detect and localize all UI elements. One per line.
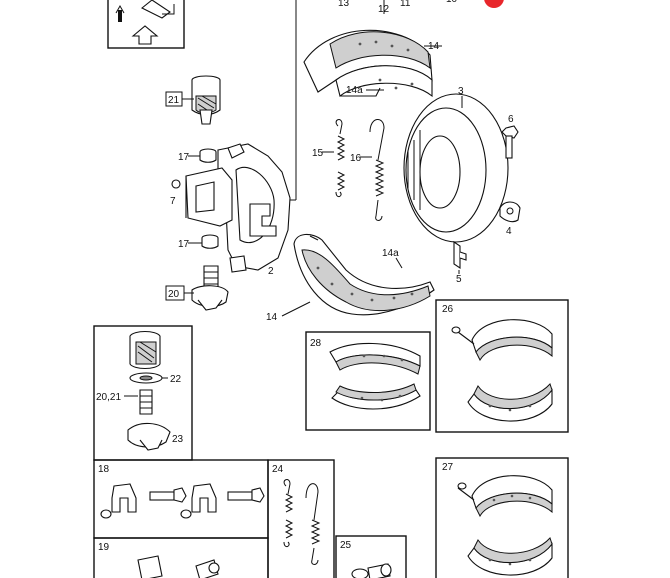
brake-shoe-bottom bbox=[293, 233, 435, 316]
label-6: 6 bbox=[508, 114, 514, 125]
label-17-top: 17 bbox=[178, 152, 190, 163]
brake-shoe-top bbox=[303, 29, 433, 98]
label-18: 18 bbox=[98, 464, 110, 475]
kit-box-19 bbox=[93, 537, 269, 578]
kit-box-28 bbox=[305, 331, 431, 431]
spring-16 bbox=[369, 119, 385, 221]
label-14a-bottom: 14a bbox=[382, 248, 399, 259]
label-23: 23 bbox=[172, 434, 184, 445]
label-13: 13 bbox=[338, 0, 350, 9]
outline-arrow-icon bbox=[131, 25, 159, 45]
rotation-part-icon bbox=[140, 0, 171, 19]
label-17-bottom: 17 bbox=[178, 239, 190, 250]
label-27: 27 bbox=[442, 462, 454, 473]
label-3: 3 bbox=[458, 86, 464, 97]
direction-indicator-box bbox=[107, 0, 185, 49]
clip-4 bbox=[499, 201, 521, 223]
label-14-bottom: 14 bbox=[266, 312, 278, 323]
label-15: 15 bbox=[312, 148, 324, 159]
label-10: 10 bbox=[446, 0, 458, 5]
bolt-6 bbox=[501, 125, 519, 159]
label-22: 22 bbox=[170, 374, 182, 385]
label-7: 7 bbox=[170, 196, 176, 207]
label-16: 16 bbox=[350, 153, 362, 164]
label-24: 24 bbox=[272, 464, 284, 475]
label-20-21: 20,21 bbox=[96, 392, 121, 403]
label-4: 4 bbox=[506, 226, 512, 237]
label-25: 25 bbox=[340, 540, 352, 551]
label-26: 26 bbox=[442, 304, 454, 315]
bushing-17-top bbox=[199, 148, 217, 163]
wheel-cylinder-7 bbox=[171, 167, 233, 227]
label-21: 21 bbox=[168, 95, 180, 106]
adjuster-20 bbox=[165, 265, 229, 311]
bushing-17-bottom bbox=[201, 234, 219, 249]
anchor-bracket bbox=[217, 143, 291, 273]
kit-box-26 bbox=[435, 299, 569, 433]
marker-dot bbox=[484, 0, 504, 8]
adjuster-21 bbox=[165, 75, 221, 125]
kit-box-24 bbox=[267, 459, 335, 578]
brake-drum bbox=[403, 93, 509, 243]
label-14-top: 14 bbox=[428, 41, 440, 52]
label-11: 11 bbox=[400, 0, 411, 9]
kit-box-18 bbox=[93, 459, 269, 539]
label-28: 28 bbox=[310, 338, 322, 349]
kit-box-20-21 bbox=[93, 325, 193, 461]
spring-15 bbox=[335, 119, 346, 198]
label-2: 2 bbox=[268, 266, 274, 277]
label-20: 20 bbox=[168, 289, 180, 300]
kit-box-25 bbox=[335, 535, 407, 578]
label-19: 19 bbox=[98, 542, 110, 553]
label-5: 5 bbox=[456, 274, 462, 285]
kit-box-27 bbox=[435, 457, 569, 578]
label-14a-top: 14a bbox=[346, 85, 363, 96]
pin-5 bbox=[453, 240, 467, 270]
